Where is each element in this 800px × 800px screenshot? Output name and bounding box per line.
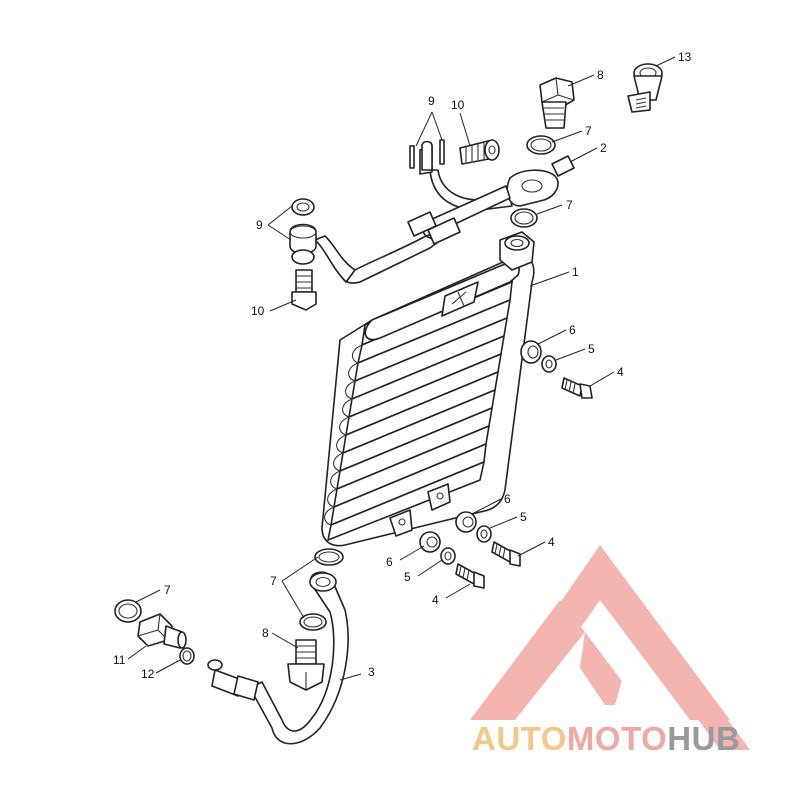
callout-8-top: 8 [597,68,604,82]
bolt-4c [455,563,485,589]
logo-word-auto: AUTO [472,720,567,757]
bolt-4a [561,377,593,399]
callout-6-lower-left: 6 [386,555,393,569]
logo-word-hub: HUB [667,720,740,757]
callout-7-top: 7 [585,124,592,138]
callout-10-left: 10 [251,304,265,318]
watermark-emblem [470,545,750,750]
callout-6-lower-right: 6 [504,492,511,506]
leader-lines [127,56,676,681]
watermark-logo: AUTOMOTOHUB [472,720,740,757]
oil-cooler-core [321,231,535,547]
sealing-ring-7d [299,613,327,631]
callout-4-upper: 4 [617,365,624,379]
callout-labels: 13 8 7 2 7 1 6 5 4 6 5 4 6 5 4 9 10 9 10… [113,50,692,681]
banjo-bolt-10-top [459,139,500,165]
o-ring-12 [179,647,195,665]
callout-2: 2 [600,141,607,155]
spacer-5a [541,355,557,373]
banjo-bolt-8-lower [287,639,325,691]
callout-13: 13 [678,50,692,64]
callout-11: 11 [113,653,126,667]
adapter-11 [137,613,187,649]
callout-4-lower-right: 4 [548,535,555,549]
banjo-bolt-13 [627,63,663,113]
sealing-ring-7c [314,548,344,566]
logo-word-moto: MOTO [567,720,667,757]
callout-6-upper: 6 [569,323,576,337]
callout-8-lower: 8 [262,626,269,640]
svg-text:AUTOMOTOHUB: AUTOMOTOHUB [472,720,740,757]
upper-oil-hose [314,145,575,284]
callout-4-lower-left: 4 [432,593,439,607]
callout-12: 12 [141,667,155,681]
bolt-4b [491,541,521,567]
rubber-grommet-6a [520,340,542,364]
sealing-ring-7b [510,208,538,228]
callout-5-lower-left: 5 [404,570,411,584]
sealing-ring-7a [526,135,556,155]
callout-7-lower: 7 [270,574,277,588]
callout-3: 3 [368,665,375,679]
callout-7-left: 7 [164,583,171,597]
sealing-ring-7e [114,599,142,623]
lower-oil-pipe [207,571,349,745]
rubber-grommet-6b [455,511,477,533]
callout-5-upper: 5 [588,342,595,356]
spacer-5c [440,547,456,565]
callout-1: 1 [572,265,579,279]
washer-set-9-left [289,198,317,265]
spacer-5b [476,525,492,543]
banjo-bolt-8-top [539,77,575,129]
banjo-bolt-10-left [291,269,317,311]
callout-9-top: 9 [428,94,435,108]
callout-9-left: 9 [256,218,263,232]
callout-10-top: 10 [451,98,465,112]
callout-5-lower-right: 5 [520,510,527,524]
washer-set-9-top [409,139,445,171]
callout-7-right: 7 [566,198,573,212]
rubber-grommet-6c [419,531,441,553]
